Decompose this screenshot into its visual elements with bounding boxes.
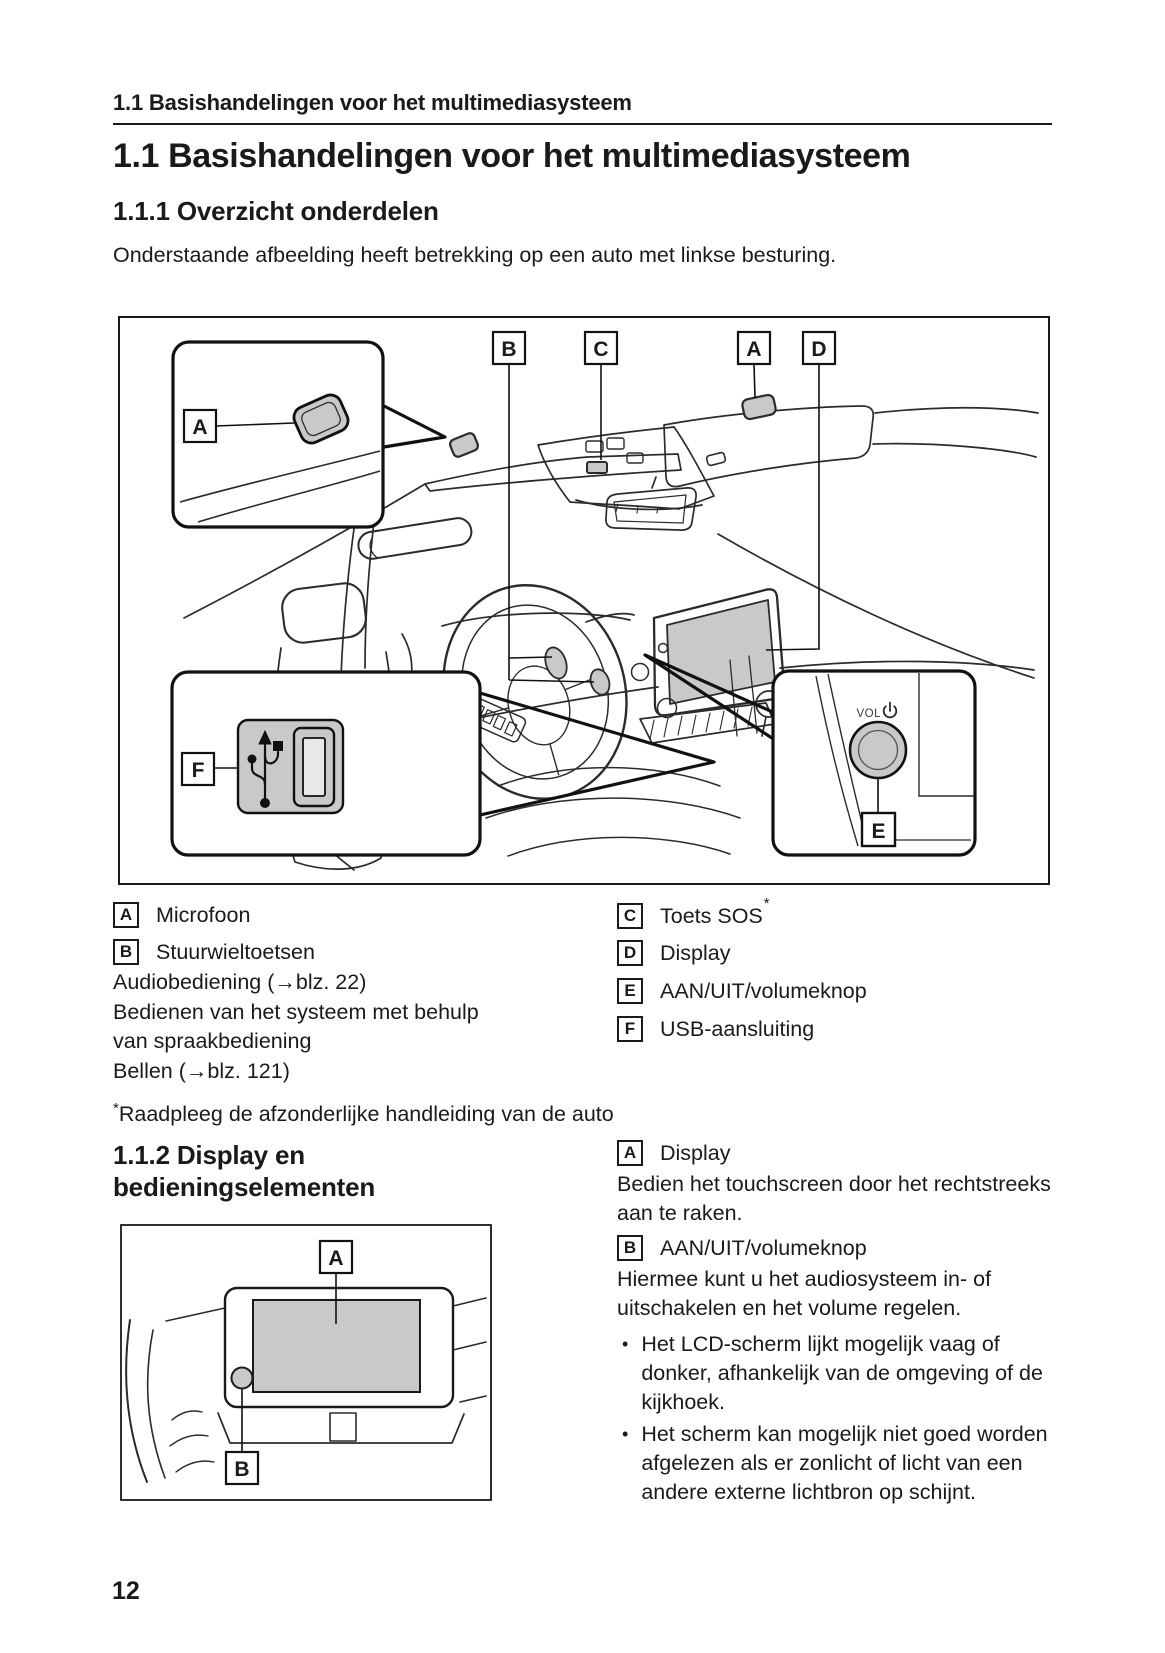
note-text: Het scherm kan mogelijk niet goed worden… (641, 1422, 1048, 1504)
footnote-text: Raadpleeg de afzonderlijke handleiding v… (118, 1102, 614, 1127)
legend-item-volumeknop: E AAN/UIT/volumeknop (617, 978, 867, 1004)
page-number: 12 (112, 1577, 140, 1605)
footnote: *Raadpleeg de afzonderlijke handleiding … (113, 1100, 614, 1127)
microphone-location-icon (448, 432, 480, 458)
legend-key-f: F (617, 1016, 643, 1042)
page-title: 1.1 Basishandelingen voor het multimedia… (113, 137, 911, 175)
svg-text:B: B (234, 1458, 249, 1481)
section-1-1-1-heading: 1.1.1 Overzicht onderdelen (113, 196, 439, 226)
intro-paragraph: Onderstaande afbeelding heeft betrekking… (113, 243, 837, 267)
legend-item-display: D Display (617, 940, 731, 966)
steering-button-pod-right (589, 668, 611, 696)
parts-overview-figure: A F VOL E (118, 316, 1050, 885)
item-volumeknop-body: Hiermee kunt u het audiosysteem in- of u… (617, 1267, 992, 1320)
callout-lines (508, 363, 820, 683)
bullet-icon: • (622, 1424, 629, 1444)
legend-item-microfoon: A Microfoon (113, 902, 250, 928)
sos-button (586, 461, 608, 474)
label-box-d (801, 330, 837, 366)
overhead-console (537, 426, 715, 510)
inset-microphone: A (171, 340, 447, 529)
item-volumeknop: B AAN/UIT/volumeknop (617, 1235, 867, 1261)
legend-key-b: B (113, 939, 139, 965)
svg-text:A: A (192, 416, 207, 439)
label-box-b (224, 1450, 260, 1486)
bullet-icon: • (622, 1334, 629, 1354)
legend-b-details: Audiobediening (→blz. 22) Bedienen van h… (113, 968, 479, 1086)
label-box-e (860, 811, 897, 848)
section-1-1-2-heading: 1.1.2 Display en bedieningselementen (113, 1140, 376, 1202)
usb-panel (236, 718, 345, 815)
svg-text:VOL: VOL (856, 708, 881, 720)
legend-key-c: C (617, 902, 643, 929)
microphone-right-icon (741, 393, 777, 421)
svg-text:C: C (593, 338, 608, 361)
header-rule (113, 123, 1052, 125)
legend-label: Display (660, 940, 731, 965)
dash-lines (125, 1297, 487, 1483)
usb-port (292, 726, 336, 808)
svg-text:E: E (871, 820, 885, 843)
svg-text:A: A (746, 338, 761, 361)
legend-key-e: E (617, 978, 643, 1004)
legend-detail-line: van spraakbediening (113, 1029, 312, 1053)
legend-key-a: A (113, 902, 139, 928)
steering-button-pod-left (544, 646, 568, 680)
callout-label-boxes: B C A D (491, 330, 837, 366)
legend-label: Stuurwieltoetsen (156, 939, 315, 964)
item-display-body: Bedien het touchscreen door het rechtstr… (617, 1172, 1051, 1225)
item-key-b: B (617, 1235, 643, 1261)
legend-detail-line: Bedienen van het systeem met behulp (113, 999, 479, 1024)
legend-item-sos: C Toets SOS* (617, 895, 770, 929)
display-controls-figure: A B (120, 1224, 492, 1501)
label-box-b (491, 330, 527, 366)
power-volume-knob (230, 1366, 254, 1390)
inset-volume-knob: VOL E (771, 669, 977, 857)
left-sun-visor (424, 453, 682, 492)
legend-label: USB-aansluiting (660, 1016, 815, 1041)
grab-handle (357, 517, 473, 560)
running-header: 1.1 Basishandelingen voor het multimedia… (113, 90, 632, 115)
item-title: AAN/UIT/volumeknop (660, 1235, 867, 1260)
svg-text:B: B (501, 338, 516, 361)
item-title: Display (660, 1140, 731, 1165)
label-box-c (583, 330, 619, 366)
footnote-marker: * (763, 895, 770, 912)
svg-text:F: F (192, 759, 205, 782)
rearview-mirror (605, 487, 697, 531)
note-lcd: • Het LCD-scherm lijkt mogelijk vaag of … (617, 1330, 1054, 1417)
legend-key-d: D (617, 940, 643, 966)
inset-usb: F (170, 670, 482, 857)
item-key-a: A (617, 1140, 643, 1166)
note-text: Het LCD-scherm lijkt mogelijk vaag of do… (641, 1332, 1043, 1414)
label-box-inset-a (182, 408, 218, 444)
microphone-icon (292, 393, 350, 445)
parts-legend: A Microfoon B Stuurwieltoetsen Audiobedi… (113, 895, 1053, 1096)
label-box-f (180, 751, 216, 787)
callout-lines (241, 1273, 337, 1452)
seat-headrest (281, 582, 367, 644)
svg-text:A: A (328, 1247, 343, 1270)
legend-item-stuurwieltoetsen: B Stuurwieltoetsen (113, 939, 315, 965)
legend-item-usb: F USB-aansluiting (617, 1016, 814, 1042)
legend-label: AAN/UIT/volumeknop (660, 978, 867, 1003)
legend-label: Microfoon (156, 902, 251, 927)
label-box-a (736, 330, 772, 366)
legend-detail-line: Bellen (→blz. 121) (113, 1058, 290, 1083)
note-sunlight: • Het scherm kan mogelijk niet goed word… (617, 1420, 1054, 1507)
legend-detail-line: Audiobediening (→blz. 22) (113, 970, 367, 994)
item-display: A Display (617, 1140, 731, 1166)
right-sun-visor (663, 405, 875, 488)
svg-text:D: D (811, 338, 826, 361)
visor-clip (705, 451, 727, 467)
footnote-asterisk: * (113, 1100, 119, 1117)
usb-icon (247, 729, 283, 808)
legend-label: Toets SOS* (660, 895, 770, 929)
label-box-a (318, 1239, 354, 1275)
callout-wedge-usb (479, 691, 716, 817)
power-icon (882, 701, 898, 719)
callout-wedge-knob (643, 653, 778, 742)
